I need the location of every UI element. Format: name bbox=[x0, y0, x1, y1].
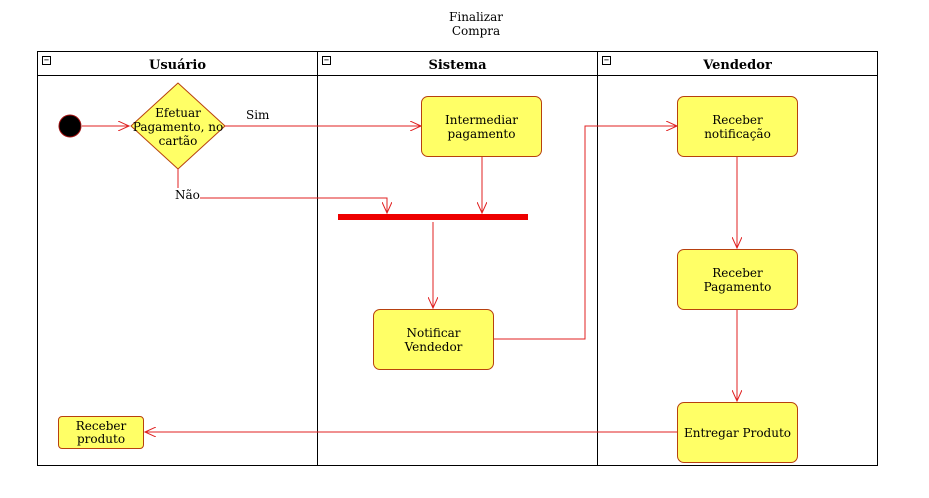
lane-header-usuario: − Usuário bbox=[38, 52, 317, 76]
lane-title: Vendedor bbox=[703, 58, 772, 73]
node-text: produto bbox=[76, 431, 126, 446]
node-receber-notificacao[interactable]: Receber notificação bbox=[677, 96, 798, 157]
node-text: Pagamento bbox=[703, 279, 772, 294]
lane-header-sistema: − Sistema bbox=[318, 52, 597, 76]
node-entregar-produto[interactable]: Entregar Produto bbox=[677, 402, 798, 463]
start-node[interactable] bbox=[58, 114, 82, 138]
fork-bar[interactable] bbox=[338, 214, 528, 220]
node-text: Intermediar bbox=[444, 112, 519, 127]
node-text: Receber bbox=[712, 265, 763, 280]
edge-label-nao: Não bbox=[175, 188, 200, 202]
edge-nao bbox=[177, 169, 387, 213]
node-notificar-vendedor[interactable]: Notificar Vendedor bbox=[373, 309, 494, 370]
edge-notificar-to-receber bbox=[493, 126, 677, 340]
lane-header-vendedor: − Vendedor bbox=[598, 52, 877, 76]
decision-label-line: cartão bbox=[158, 134, 198, 148]
node-text: Notificar bbox=[406, 325, 461, 340]
lane-title: Sistema bbox=[428, 58, 487, 73]
decision-label-line: Pagamento, no bbox=[132, 120, 224, 134]
decision-label: Efetuar Pagamento, no cartão bbox=[131, 106, 225, 148]
collapse-icon[interactable]: − bbox=[602, 55, 611, 65]
node-text: pagamento bbox=[447, 126, 516, 141]
decision-label-line: Efetuar bbox=[155, 106, 201, 120]
diagram-title-line-2: Compra bbox=[451, 24, 501, 38]
node-intermediar-pagamento[interactable]: Intermediar pagamento bbox=[421, 96, 542, 157]
node-text: Receber bbox=[75, 418, 127, 433]
node-text: Receber bbox=[712, 112, 763, 127]
node-text: Entregar Produto bbox=[683, 425, 792, 440]
node-text: Vendedor bbox=[404, 339, 463, 354]
diagram-title-line-1: Finalizar bbox=[449, 10, 503, 24]
edge-label-sim: Sim bbox=[246, 108, 270, 122]
collapse-icon[interactable]: − bbox=[42, 55, 51, 65]
lane-title: Usuário bbox=[149, 58, 206, 73]
collapse-icon[interactable]: − bbox=[322, 55, 331, 65]
node-receber-produto[interactable]: Receber produto bbox=[58, 416, 144, 449]
node-text: notificação bbox=[704, 126, 771, 141]
node-receber-pagamento[interactable]: Receber Pagamento bbox=[677, 249, 798, 310]
